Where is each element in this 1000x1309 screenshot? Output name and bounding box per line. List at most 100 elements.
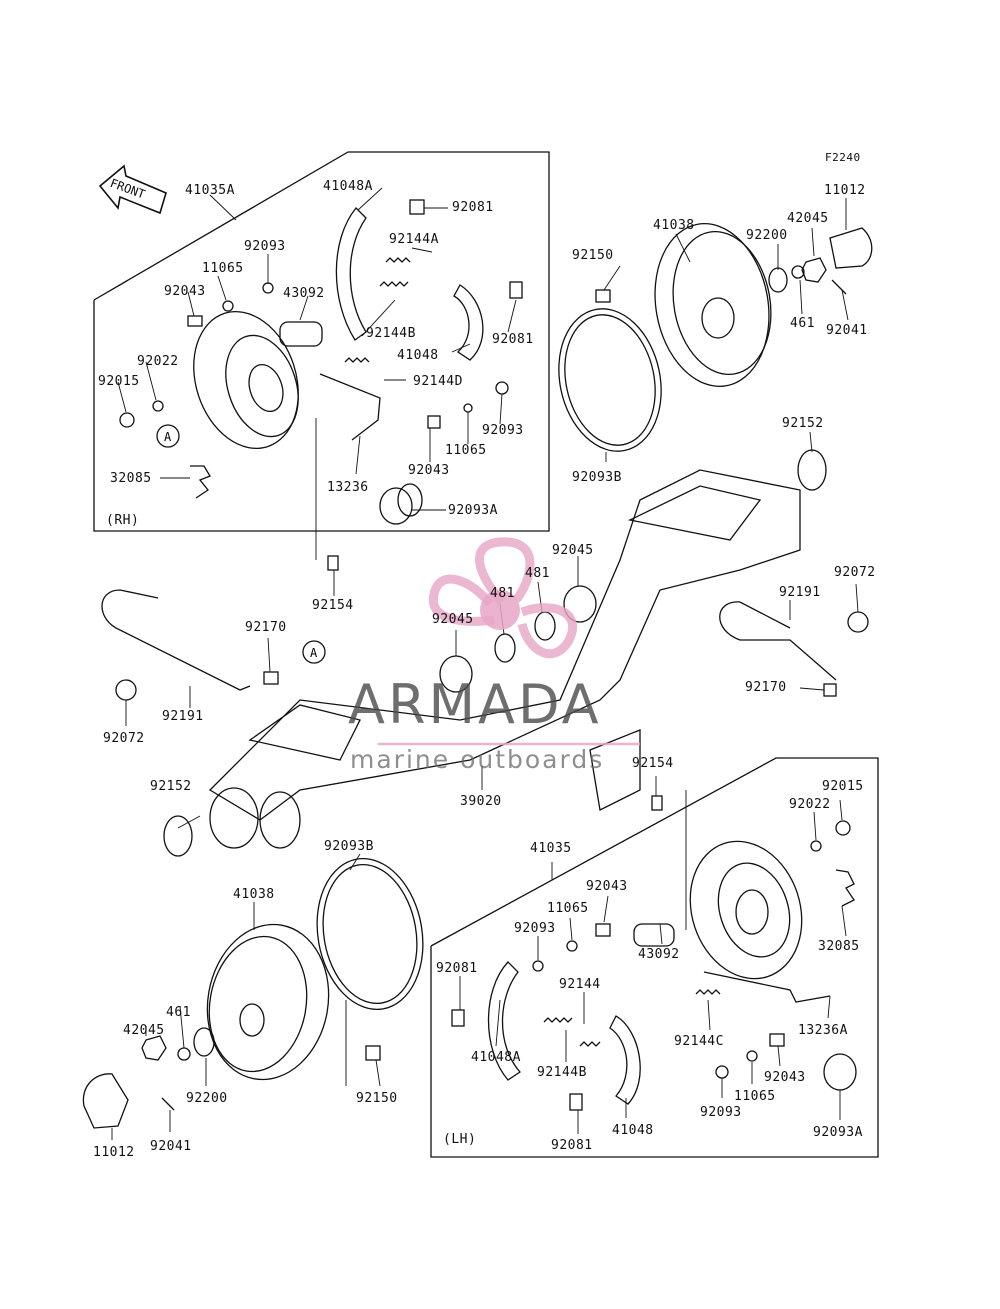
rh-nut-92093b: [495, 381, 509, 395]
lh-lever: [703, 971, 831, 1003]
part-label: 92022: [789, 797, 831, 812]
lower-seal-92093b: [316, 857, 424, 1011]
upper-pin-92041: [831, 279, 847, 295]
lh-clip-92081a: [451, 1009, 465, 1027]
rh-spring-b: [379, 281, 409, 287]
part-label: 42045: [787, 211, 829, 226]
part-label: 11065: [202, 261, 244, 276]
part-label: 92041: [150, 1139, 192, 1154]
lower-drum: [206, 923, 330, 1081]
part-label: 92144D: [413, 374, 463, 389]
part-label: 11065: [547, 901, 589, 916]
part-label: 13236A: [798, 1023, 848, 1038]
bushing-92152-lower: [163, 815, 193, 857]
part-label: 92150: [572, 248, 614, 263]
rh-nut-92015: [119, 412, 135, 428]
propeller-hub-icon: [480, 590, 520, 630]
axle-housing: [208, 469, 801, 849]
lh-wheel-cylinder: [633, 923, 675, 947]
part-label: 481: [525, 566, 550, 581]
part-label: 92093: [700, 1105, 742, 1120]
hose-clamp-92170-right: [823, 683, 837, 697]
part-label: 92093A: [448, 503, 498, 518]
part-label: 92093: [514, 921, 556, 936]
lh-spring-b: [579, 1041, 601, 1047]
part-label: 92041: [826, 323, 868, 338]
lh-nut-92093b: [715, 1065, 729, 1079]
part-label: 92081: [551, 1138, 593, 1153]
part-label: 32085: [110, 471, 152, 486]
rh-shoe-rear: [453, 284, 484, 361]
ref-a-hose: A: [310, 646, 318, 660]
part-label: 461: [166, 1005, 191, 1020]
lh-backing-plate: [689, 840, 803, 980]
part-label: 92144: [559, 977, 601, 992]
lh-assembly-frame: [430, 757, 879, 1158]
rh-pin-92043b: [427, 415, 441, 429]
part-label: 92144B: [537, 1065, 587, 1080]
rh-clip-92081b: [509, 281, 523, 299]
ring-481-lower: [494, 633, 516, 663]
rh-clip-32085: [190, 465, 211, 499]
ref-circle-a-hose: [302, 640, 326, 664]
rh-wheel-cylinder: [279, 321, 323, 347]
part-label: 43092: [638, 947, 680, 962]
lh-side-label: (LH): [443, 1132, 477, 1147]
ring-481-upper: [534, 611, 556, 641]
lh-pin-92043b: [769, 1033, 785, 1047]
rh-washer-11065b: [463, 403, 473, 413]
lh-boot-92093a: [823, 1053, 857, 1091]
lh-spring-a: [543, 1017, 573, 1023]
part-label: 92045: [432, 612, 474, 627]
lh-washer-92022: [810, 840, 822, 852]
figure-code: F2240: [825, 151, 861, 164]
part-label: 92072: [103, 731, 145, 746]
part-label: 43092: [283, 286, 325, 301]
lh-spring-c: [695, 989, 721, 995]
rh-side-label: (RH): [106, 513, 140, 528]
lh-shoe-front: [487, 961, 521, 1081]
part-label: 92200: [186, 1091, 228, 1106]
lower-pin-92041: [161, 1097, 175, 1111]
lh-pin-92043a: [595, 923, 611, 937]
part-label: 92152: [782, 416, 824, 431]
part-label: 92144A: [389, 232, 439, 247]
part-label: 92191: [779, 585, 821, 600]
part-label: 92152: [150, 779, 192, 794]
part-label: 41038: [653, 218, 695, 233]
ref-circle-a-rh: [156, 424, 180, 448]
hose-clamp-92170-left: [263, 671, 279, 685]
rh-nut-92093: [262, 282, 274, 294]
upper-seal-92093b: [558, 308, 662, 452]
bleeder-92154-upper: [327, 555, 339, 571]
hose-92191-right: [719, 601, 837, 681]
part-label: 92015: [822, 779, 864, 794]
rh-backing-plate: [193, 311, 299, 449]
part-label: 92081: [492, 332, 534, 347]
lh-nut-92093a: [532, 960, 544, 972]
lower-nut-42045: [141, 1035, 167, 1061]
bearing-92045-upper: [563, 585, 597, 623]
bushing-92152-upper: [797, 449, 827, 491]
part-label: 92150: [356, 1091, 398, 1106]
part-label: 32085: [818, 939, 860, 954]
lh-clip-92081b: [569, 1093, 583, 1111]
part-label: 92015: [98, 374, 140, 389]
part-label: 41048A: [323, 179, 373, 194]
hose-clip-92072-right: [847, 611, 869, 633]
hose-clip-92072-left: [115, 679, 137, 701]
part-label: 41048: [612, 1123, 654, 1138]
front-arrow-icon: [98, 164, 167, 215]
watermark-subtitle: marine outboards: [350, 745, 605, 774]
part-label: 92045: [552, 543, 594, 558]
upper-nut-42045: [801, 257, 827, 283]
part-label: 92154: [632, 756, 674, 771]
part-label: 92043: [764, 1070, 806, 1085]
part-label: 41048: [397, 348, 439, 363]
rh-shoe-front: [335, 207, 367, 341]
part-label: 92170: [245, 620, 287, 635]
upper-washer-461: [791, 265, 805, 279]
part-label: 92200: [746, 228, 788, 243]
watermark-title: ARMADA: [348, 673, 602, 736]
lower-washer-461: [177, 1047, 191, 1061]
